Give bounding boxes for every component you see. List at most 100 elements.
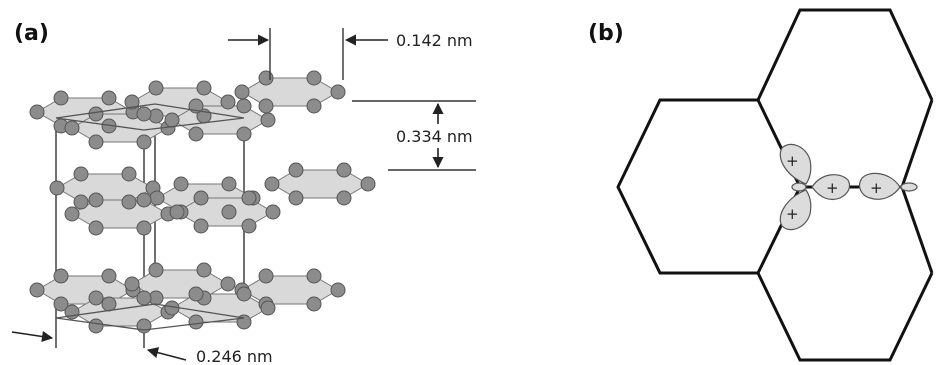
orbital-lobe-far-right	[858, 172, 901, 200]
carbon-atom	[53, 296, 69, 312]
carbon-atom	[236, 98, 252, 114]
carbon-atom	[136, 134, 152, 150]
orbital-small-lobe-right	[900, 182, 918, 192]
carbon-atom	[330, 84, 346, 100]
carbon-atom	[173, 176, 189, 192]
carbon-atom	[88, 106, 104, 122]
graphene-layer	[29, 262, 346, 334]
carbon-atom	[73, 166, 89, 182]
carbon-atom	[306, 296, 322, 312]
carbon-atom	[220, 276, 236, 292]
carbon-atom	[124, 94, 140, 110]
orbital-sign-lower: +	[786, 205, 799, 223]
carbon-atom	[236, 286, 252, 302]
carbon-atom	[164, 112, 180, 128]
graphene-layer	[29, 70, 346, 150]
panel-b-honeycomb-orbitals: (b) + + + +	[588, 8, 934, 362]
carbon-atom	[136, 106, 152, 122]
carbon-atom	[260, 112, 276, 128]
bond-length-dimension: 0.142 nm	[228, 28, 473, 80]
carbon-atom	[196, 80, 212, 96]
carbon-atom	[169, 204, 185, 220]
carbon-atom	[53, 90, 69, 106]
carbon-atom	[121, 166, 137, 182]
orbital-sign-upper: +	[786, 152, 799, 170]
carbon-atom	[29, 282, 45, 298]
carbon-atom	[220, 94, 236, 110]
carbon-atom	[88, 192, 104, 208]
carbon-atom	[188, 126, 204, 142]
carbon-atom	[234, 84, 250, 100]
carbon-atom	[258, 70, 274, 86]
unit-cell-outline	[55, 103, 245, 331]
carbon-atom	[124, 276, 140, 292]
orbital-lobe-right	[811, 174, 851, 201]
carbon-atom	[64, 206, 80, 222]
panel-b-label: (b)	[588, 21, 624, 46]
orbital-lobe-upper	[779, 143, 812, 185]
carbon-atom	[149, 190, 165, 206]
carbon-atom	[306, 268, 322, 284]
carbon-atom	[336, 190, 352, 206]
carbon-atom	[264, 176, 280, 192]
carbon-atom	[73, 194, 89, 210]
carbon-atom	[188, 314, 204, 330]
carbon-atom	[193, 190, 209, 206]
interlayer-spacing-label: 0.334 nm	[396, 127, 473, 146]
carbon-atom	[306, 98, 322, 114]
carbon-atom	[288, 162, 304, 178]
hexagonal-sheet	[271, 169, 369, 199]
carbon-atom	[306, 70, 322, 86]
carbon-atom	[136, 290, 152, 306]
carbon-atom	[121, 194, 137, 210]
orbital-sign-far-right: +	[870, 179, 883, 197]
hexagonal-sheet	[241, 275, 339, 305]
carbon-atom	[193, 218, 209, 234]
lattice-constant-dimension: 0.246 nm	[11, 330, 273, 365]
carbon-atom	[101, 90, 117, 106]
carbon-atom	[136, 192, 152, 208]
carbon-atom	[148, 80, 164, 96]
carbon-atom	[101, 296, 117, 312]
carbon-atom	[330, 282, 346, 298]
carbon-atom	[101, 268, 117, 284]
carbon-atom	[265, 204, 281, 220]
lattice-constant-label: 0.246 nm	[196, 347, 273, 365]
sp2-orbital-lobes: + + + +	[779, 143, 918, 231]
carbon-atom	[64, 120, 80, 136]
carbon-atom	[221, 204, 237, 220]
carbon-atom	[88, 220, 104, 236]
carbon-atom	[241, 218, 257, 234]
hexagonal-sheet	[241, 77, 339, 107]
graphene-layer	[49, 162, 376, 236]
carbon-atom	[258, 98, 274, 114]
carbon-atom	[336, 162, 352, 178]
panel-a-label: (a)	[14, 21, 49, 46]
graphene-layers	[29, 70, 376, 334]
orbital-lobe-lower	[779, 189, 812, 231]
carbon-atom	[236, 126, 252, 142]
bond-length-label: 0.142 nm	[396, 31, 473, 50]
carbon-atom	[49, 180, 65, 196]
carbon-atom	[88, 290, 104, 306]
interlayer-spacing-dimension: 0.334 nm	[352, 100, 476, 171]
carbon-atom	[241, 190, 257, 206]
carbon-atom	[258, 268, 274, 284]
carbon-atom	[136, 220, 152, 236]
carbon-atom	[88, 318, 104, 334]
carbon-atom	[136, 318, 152, 334]
carbon-atom	[188, 286, 204, 302]
carbon-atom	[88, 134, 104, 150]
orbital-sign-right: +	[826, 179, 839, 197]
carbon-atom	[288, 190, 304, 206]
carbon-atom	[53, 268, 69, 284]
orbital-small-lobe-left	[791, 182, 807, 192]
panel-a-graphite-structure: (a) 0.142 nm 0.334 nm	[11, 21, 476, 365]
carbon-atom	[29, 104, 45, 120]
carbon-atom	[148, 262, 164, 278]
carbon-atom	[360, 176, 376, 192]
carbon-atom	[196, 262, 212, 278]
carbon-atom	[260, 300, 276, 316]
carbon-atom	[221, 176, 237, 192]
